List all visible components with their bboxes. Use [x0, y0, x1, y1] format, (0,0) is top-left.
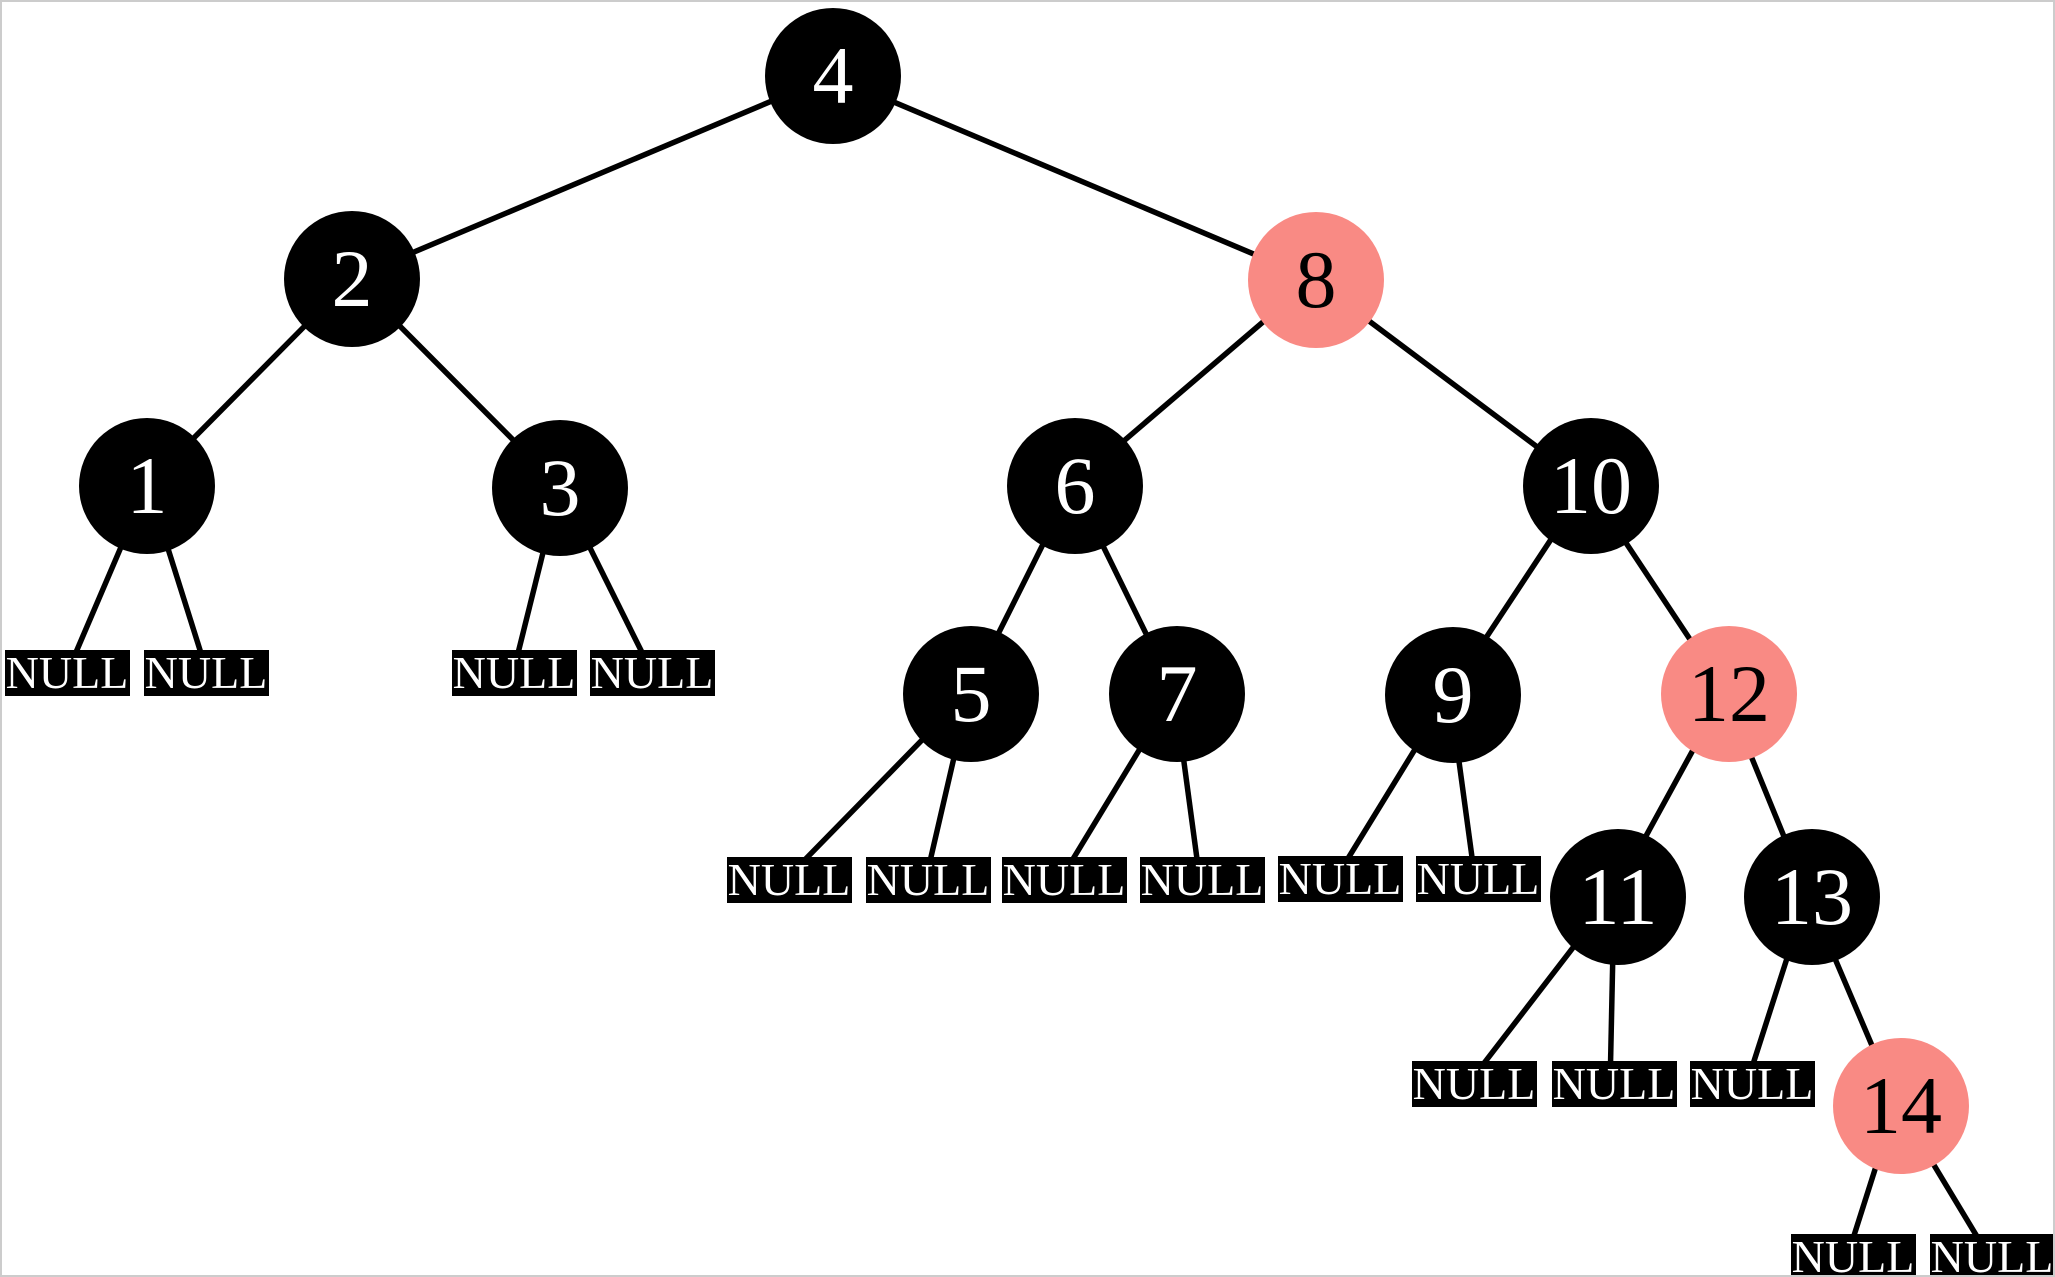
null-leaf-n11L: NULL [1411, 1058, 1537, 1109]
tree-node-13-black: 13 [1744, 829, 1880, 965]
tree-node-4-black: 4 [765, 8, 901, 144]
tree-node-6-black: 6 [1007, 418, 1143, 554]
null-leaf-n14R: NULL [1929, 1234, 2053, 1275]
tree-node-11-black: 11 [1550, 829, 1686, 965]
tree-node-1-black: 1 [79, 418, 215, 554]
tree-node-9-black: 9 [1385, 627, 1521, 763]
tree-edge-4-2 [351, 73, 833, 281]
tree-node-8-red: 8 [1248, 212, 1384, 348]
tree-node-10-black: 10 [1523, 418, 1659, 554]
null-leaf-n14L: NULL [1790, 1234, 1916, 1275]
null-leaf-n7R: NULL [1139, 854, 1265, 905]
tree-node-12-red: 12 [1661, 626, 1797, 762]
tree-node-7-black: 7 [1109, 626, 1245, 762]
null-leaf-n7L: NULL [1001, 854, 1127, 905]
null-leaf-n5R: NULL [865, 854, 991, 905]
null-leaf-n1R: NULL [143, 647, 269, 698]
tree-node-14-red: 14 [1833, 1038, 1969, 1174]
null-leaf-n11R: NULL [1551, 1058, 1677, 1109]
null-leaf-n9R: NULL [1415, 853, 1541, 904]
null-leaf-n1L: NULL [4, 647, 130, 698]
tree-edge-4-8 [830, 73, 1315, 282]
null-leaf-n5L: NULL [726, 854, 852, 905]
tree-node-5-black: 5 [903, 626, 1039, 762]
null-leaf-n13L: NULL [1689, 1058, 1815, 1109]
null-leaf-n3L: NULL [451, 647, 577, 698]
null-leaf-n9L: NULL [1277, 853, 1403, 904]
tree-node-3-black: 3 [492, 420, 628, 556]
tree-node-2-black: 2 [284, 211, 420, 347]
null-leaf-n3R: NULL [589, 647, 715, 698]
